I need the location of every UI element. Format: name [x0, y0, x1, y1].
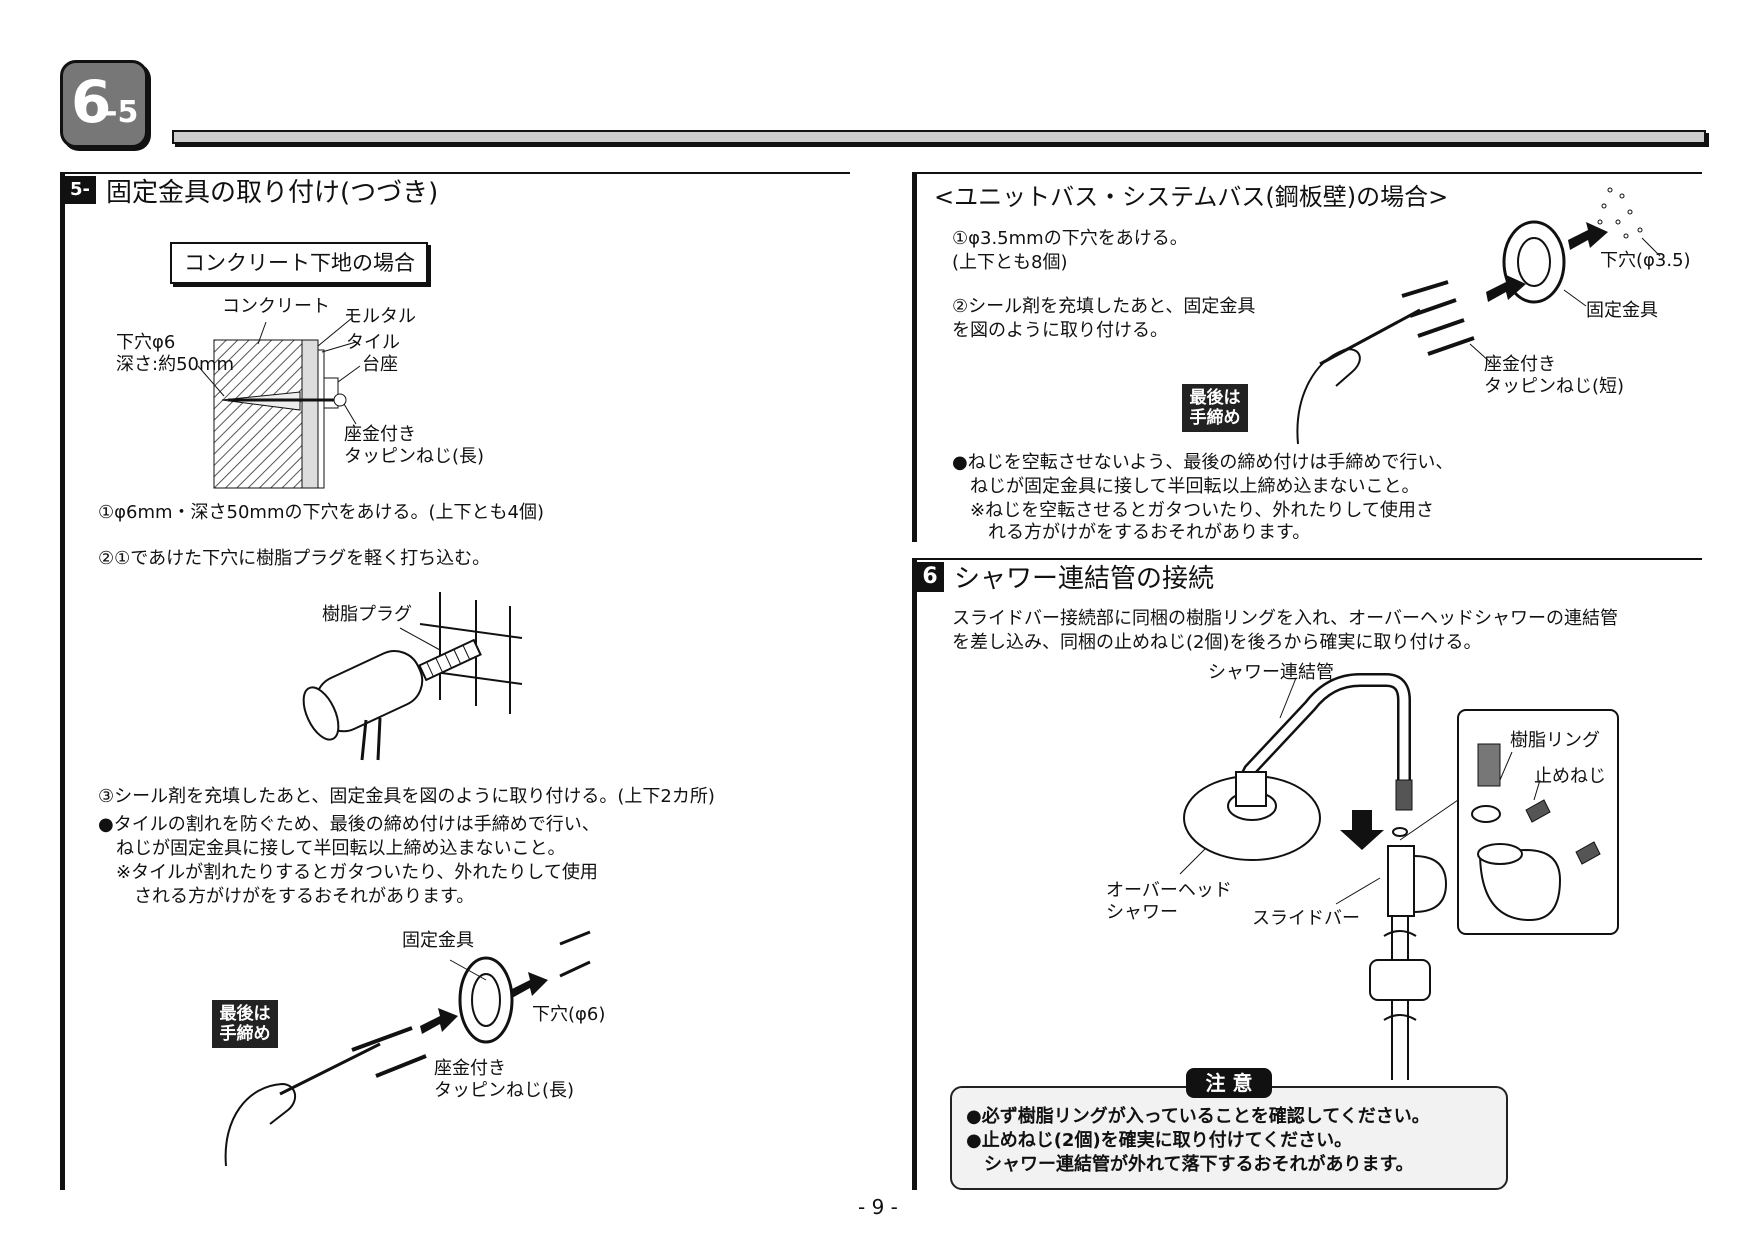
- concrete-box-title: コンクリート下地の場合: [170, 242, 428, 284]
- left-step-2: ②①であけた下穴に樹脂プラグを軽く打ち込む。: [98, 548, 491, 569]
- header-rule: [172, 130, 1706, 144]
- section6-desc-1: スライドバー接続部に同梱の樹脂リングを入れ、オーバーヘッドシャワーの連結管: [952, 608, 1618, 629]
- fig2-label-hole: 下穴(φ6): [532, 1004, 606, 1025]
- fig2-label-screw-1: 座金付き: [434, 1058, 506, 1079]
- label-overhead-2: シャワー: [1106, 902, 1178, 923]
- fig2-label-screw-2: タッピンねじ(長): [434, 1080, 575, 1101]
- chapter-sub-number: -5: [105, 95, 139, 130]
- label-concrete: コンクリート: [222, 296, 330, 317]
- section6-top-rule: [912, 558, 1702, 560]
- label-screw-2: タッピンねじ(長): [344, 446, 485, 467]
- right-top-rule: [912, 172, 1702, 174]
- unit-bath-title: <ユニットバス・システムバス(鋼板壁)の場合>: [934, 183, 1449, 211]
- rt-note-3: ※ねじを空転させるとガタついたり、外れたりして使用さ: [952, 500, 1434, 521]
- rt-label-bracket: 固定金具: [1586, 300, 1658, 321]
- left-note-4: される方がけがをするおそれがあります。: [98, 886, 475, 907]
- left-step-3: ③シール剤を充填したあと、固定金具を図のように取り付ける。(上下2カ所): [98, 786, 715, 807]
- rt-note-4: れる方がけがをするおそれがあります。: [952, 522, 1311, 543]
- label-mortar: モルタル: [344, 306, 416, 327]
- left-step-1: ①φ6mm・深さ50mmの下穴をあける。(上下とも4個): [98, 502, 544, 523]
- caution-title: 注 意: [1186, 1068, 1272, 1098]
- right-top-side-rule: [912, 172, 917, 542]
- section6-desc-2: を差し込み、同梱の止めねじ(2個)を後ろから確実に取り付ける。: [952, 632, 1482, 653]
- rt-step1-line2: (上下とも8個): [952, 252, 1068, 273]
- rt-note-1: ●ねじを空転させないよう、最後の締め付けは手締めで行い、: [952, 452, 1454, 473]
- label-screw-1: 座金付き: [344, 424, 416, 445]
- rt-step1-line1: ①φ3.5mmの下穴をあける。: [952, 228, 1188, 249]
- label-pilot-hole-2: 深さ:約50mm: [116, 354, 235, 375]
- chapter-number: 6: [71, 68, 112, 136]
- rt-label-hole: 下穴(φ3.5): [1600, 250, 1691, 271]
- label-slide-bar: スライドバー: [1252, 908, 1360, 929]
- label-resin-plug: 樹脂プラグ: [322, 604, 412, 625]
- rt-step2-line1: ②シール剤を充填したあと、固定金具: [952, 296, 1256, 317]
- left-section-title: 固定金具の取り付け(つづき): [106, 178, 439, 208]
- left-note-1: ●タイルの割れを防ぐため、最後の締め付けは手締めで行い、: [98, 814, 600, 835]
- label-pilot-hole-1: 下穴φ6: [116, 332, 176, 353]
- section6-title: シャワー連結管の接続: [954, 564, 1215, 594]
- label-base: 台座: [362, 354, 398, 375]
- hand-tighten-label-right: 最後は 手締め: [1182, 384, 1248, 432]
- label-shower-pipe: シャワー連結管: [1208, 662, 1334, 683]
- section6-side-rule: [912, 558, 917, 1190]
- left-side-rule: [60, 172, 65, 1190]
- section-badge-6: 6: [916, 562, 944, 592]
- fig2-label-bracket: 固定金具: [402, 930, 474, 951]
- hand-tighten-label-left: 最後は 手締め: [212, 1000, 278, 1048]
- rt-note-2: ねじが固定金具に接して半回転以上締め込まないこと。: [952, 476, 1420, 497]
- page-number: - 9 -: [858, 1195, 898, 1219]
- caution-line-3: シャワー連結管が外れて落下するおそれがあります。: [966, 1154, 1414, 1175]
- caution-line-2: ●止めねじ(2個)を確実に取り付けてください。: [966, 1130, 1353, 1151]
- rt-step2-line2: を図のように取り付ける。: [952, 320, 1168, 341]
- caution-line-1: ●必ず樹脂リングが入っていることを確認してください。: [966, 1106, 1430, 1127]
- label-overhead-1: オーバーヘッド: [1106, 880, 1232, 901]
- rt-label-screw-2: タッピンねじ(短): [1484, 376, 1625, 397]
- chapter-badge: 6 -5: [60, 60, 148, 148]
- rt-label-screw-1: 座金付き: [1484, 354, 1556, 375]
- section-badge-5-2: 5-2: [64, 176, 96, 228]
- left-top-rule: [60, 172, 850, 174]
- label-set-screw: 止めねじ: [1534, 766, 1606, 787]
- left-note-2: ねじが固定金具に接して半回転以上締め込まないこと。: [98, 838, 566, 859]
- left-note-3: ※タイルが割れたりするとガタついたり、外れたりして使用: [98, 862, 598, 883]
- label-tile: タイル: [346, 332, 400, 353]
- label-resin-ring: 樹脂リング: [1510, 730, 1600, 751]
